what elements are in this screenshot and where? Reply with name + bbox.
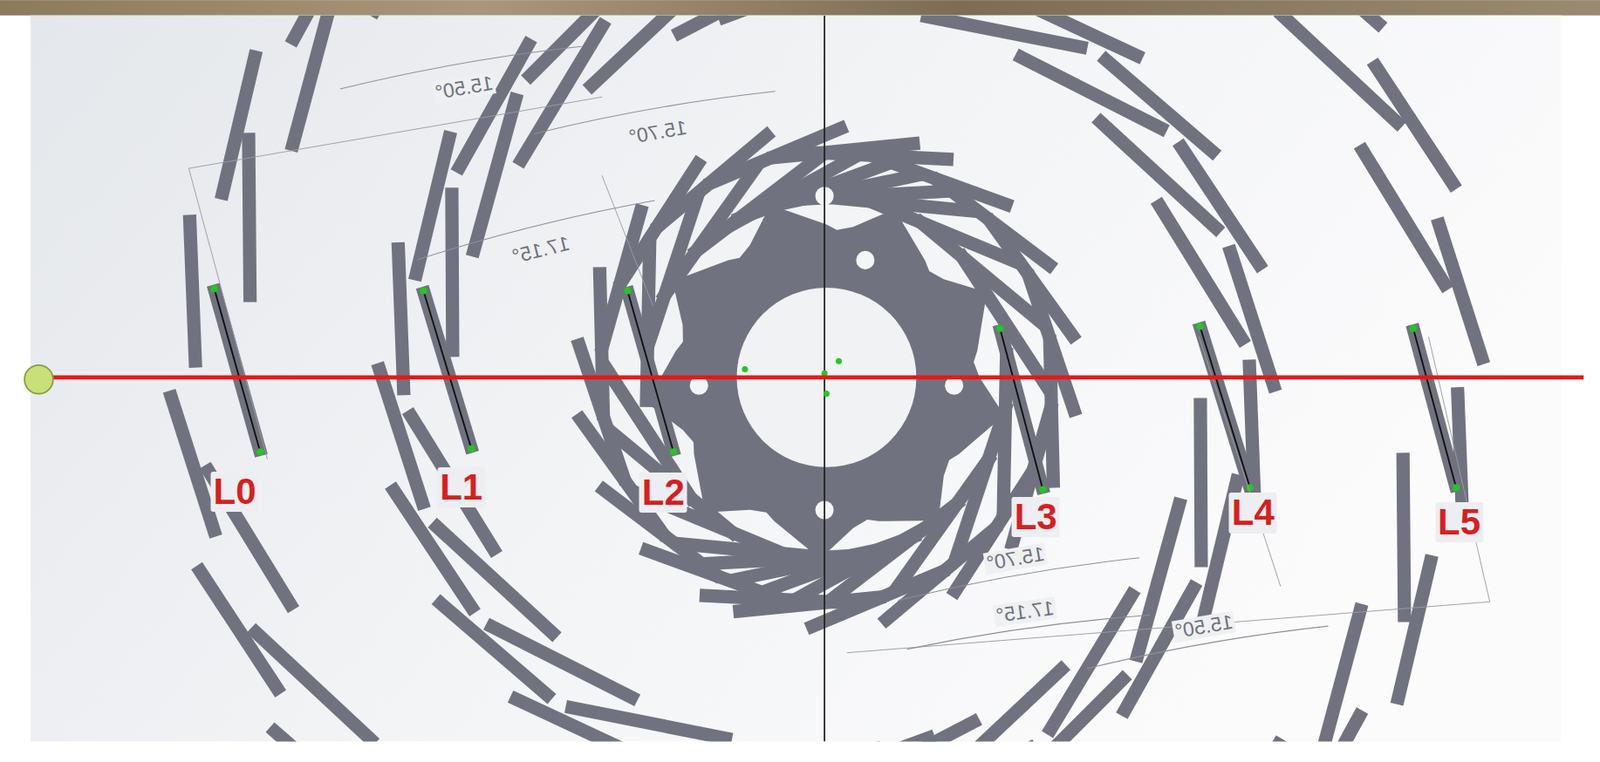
end-point (467, 445, 475, 453)
part-label: L1 (437, 467, 486, 508)
selected-blade (1405, 322, 1464, 493)
blade (451, 35, 538, 177)
end-point (1196, 322, 1204, 330)
end-point (996, 325, 1004, 333)
blade (520, 15, 639, 86)
end-point (419, 287, 427, 295)
dimension-arcs (339, 42, 1328, 670)
angle-dimension: 15.50° (1171, 611, 1237, 644)
construction-line (847, 601, 1491, 653)
blade (266, 722, 390, 742)
reference-point (24, 365, 54, 395)
blade (1001, 15, 1146, 65)
blade (716, 15, 880, 26)
end-points (1196, 322, 1254, 492)
blade (191, 562, 287, 698)
blade (391, 242, 411, 397)
blade (1367, 57, 1463, 193)
part-label: L2 (639, 472, 688, 513)
blade (214, 48, 263, 201)
end-points (419, 287, 475, 452)
blade (772, 730, 937, 743)
blade-edge-line (1200, 326, 1251, 488)
end-point (256, 448, 264, 456)
blade (1193, 397, 1208, 568)
blade (732, 590, 887, 619)
hub-plate (646, 205, 1005, 560)
blade (1263, 15, 1388, 34)
sketch-point (823, 390, 830, 397)
part-label: L3 (1011, 497, 1060, 538)
construction-line (188, 168, 267, 459)
blade (1096, 50, 1222, 161)
bolt-holes (690, 186, 964, 520)
overlay (24, 42, 1584, 670)
blade (1014, 670, 1133, 743)
blade (365, 15, 464, 21)
blade (431, 594, 557, 705)
blade-edge-line (1413, 328, 1457, 488)
end-point (623, 287, 631, 295)
end-point (670, 448, 677, 456)
part-label: L5 (1435, 502, 1484, 543)
blade (183, 214, 203, 369)
sketch-point (835, 358, 842, 365)
end-points (996, 325, 1047, 494)
end-points (623, 287, 677, 456)
end-point (1452, 484, 1460, 492)
end-point (1409, 325, 1417, 333)
end-points (1409, 325, 1460, 493)
selected-blade (416, 285, 479, 456)
blade (614, 15, 754, 17)
blade (1189, 735, 1288, 742)
blade (444, 187, 459, 357)
blade (507, 690, 652, 742)
blade (1430, 216, 1491, 367)
selected-blade (206, 283, 268, 459)
angle-dimension: 17.15° (993, 596, 1059, 628)
bolt-hole (855, 251, 875, 270)
sketch-point (741, 366, 748, 373)
part-label: L4 (1229, 492, 1278, 534)
blade-edge-line (423, 290, 472, 449)
end-points (211, 285, 265, 456)
construction-line (1198, 336, 1281, 588)
blade (826, 713, 983, 742)
blade (163, 389, 223, 540)
blade (1396, 452, 1412, 623)
blade-edge-line (214, 288, 261, 452)
blade (1390, 553, 1439, 706)
angle-dimension: 15.50° (431, 71, 497, 104)
angle-dimension: 15.70° (983, 542, 1048, 575)
blade (285, 15, 371, 48)
reference-line (41, 376, 1585, 381)
blade (408, 129, 458, 282)
blade (699, 548, 870, 572)
part-label: L0 (211, 471, 260, 513)
end-point (211, 285, 219, 293)
end-point (1039, 485, 1047, 493)
blade-edge-line (627, 290, 674, 452)
blade (1172, 138, 1269, 274)
blade (898, 739, 1039, 743)
blade (670, 15, 828, 42)
blade-edge-line (999, 328, 1043, 491)
angle-dimension: 15.70° (625, 116, 691, 149)
construction-lines (188, 96, 1490, 653)
construction-line (601, 175, 653, 307)
blade (1282, 707, 1368, 742)
selected-blade (620, 285, 682, 459)
selected-blade (992, 322, 1051, 496)
blade (713, 741, 883, 743)
angle-dimension: 17.15° (508, 232, 575, 269)
blade (1115, 579, 1203, 720)
photo-strip (0, 0, 1600, 16)
